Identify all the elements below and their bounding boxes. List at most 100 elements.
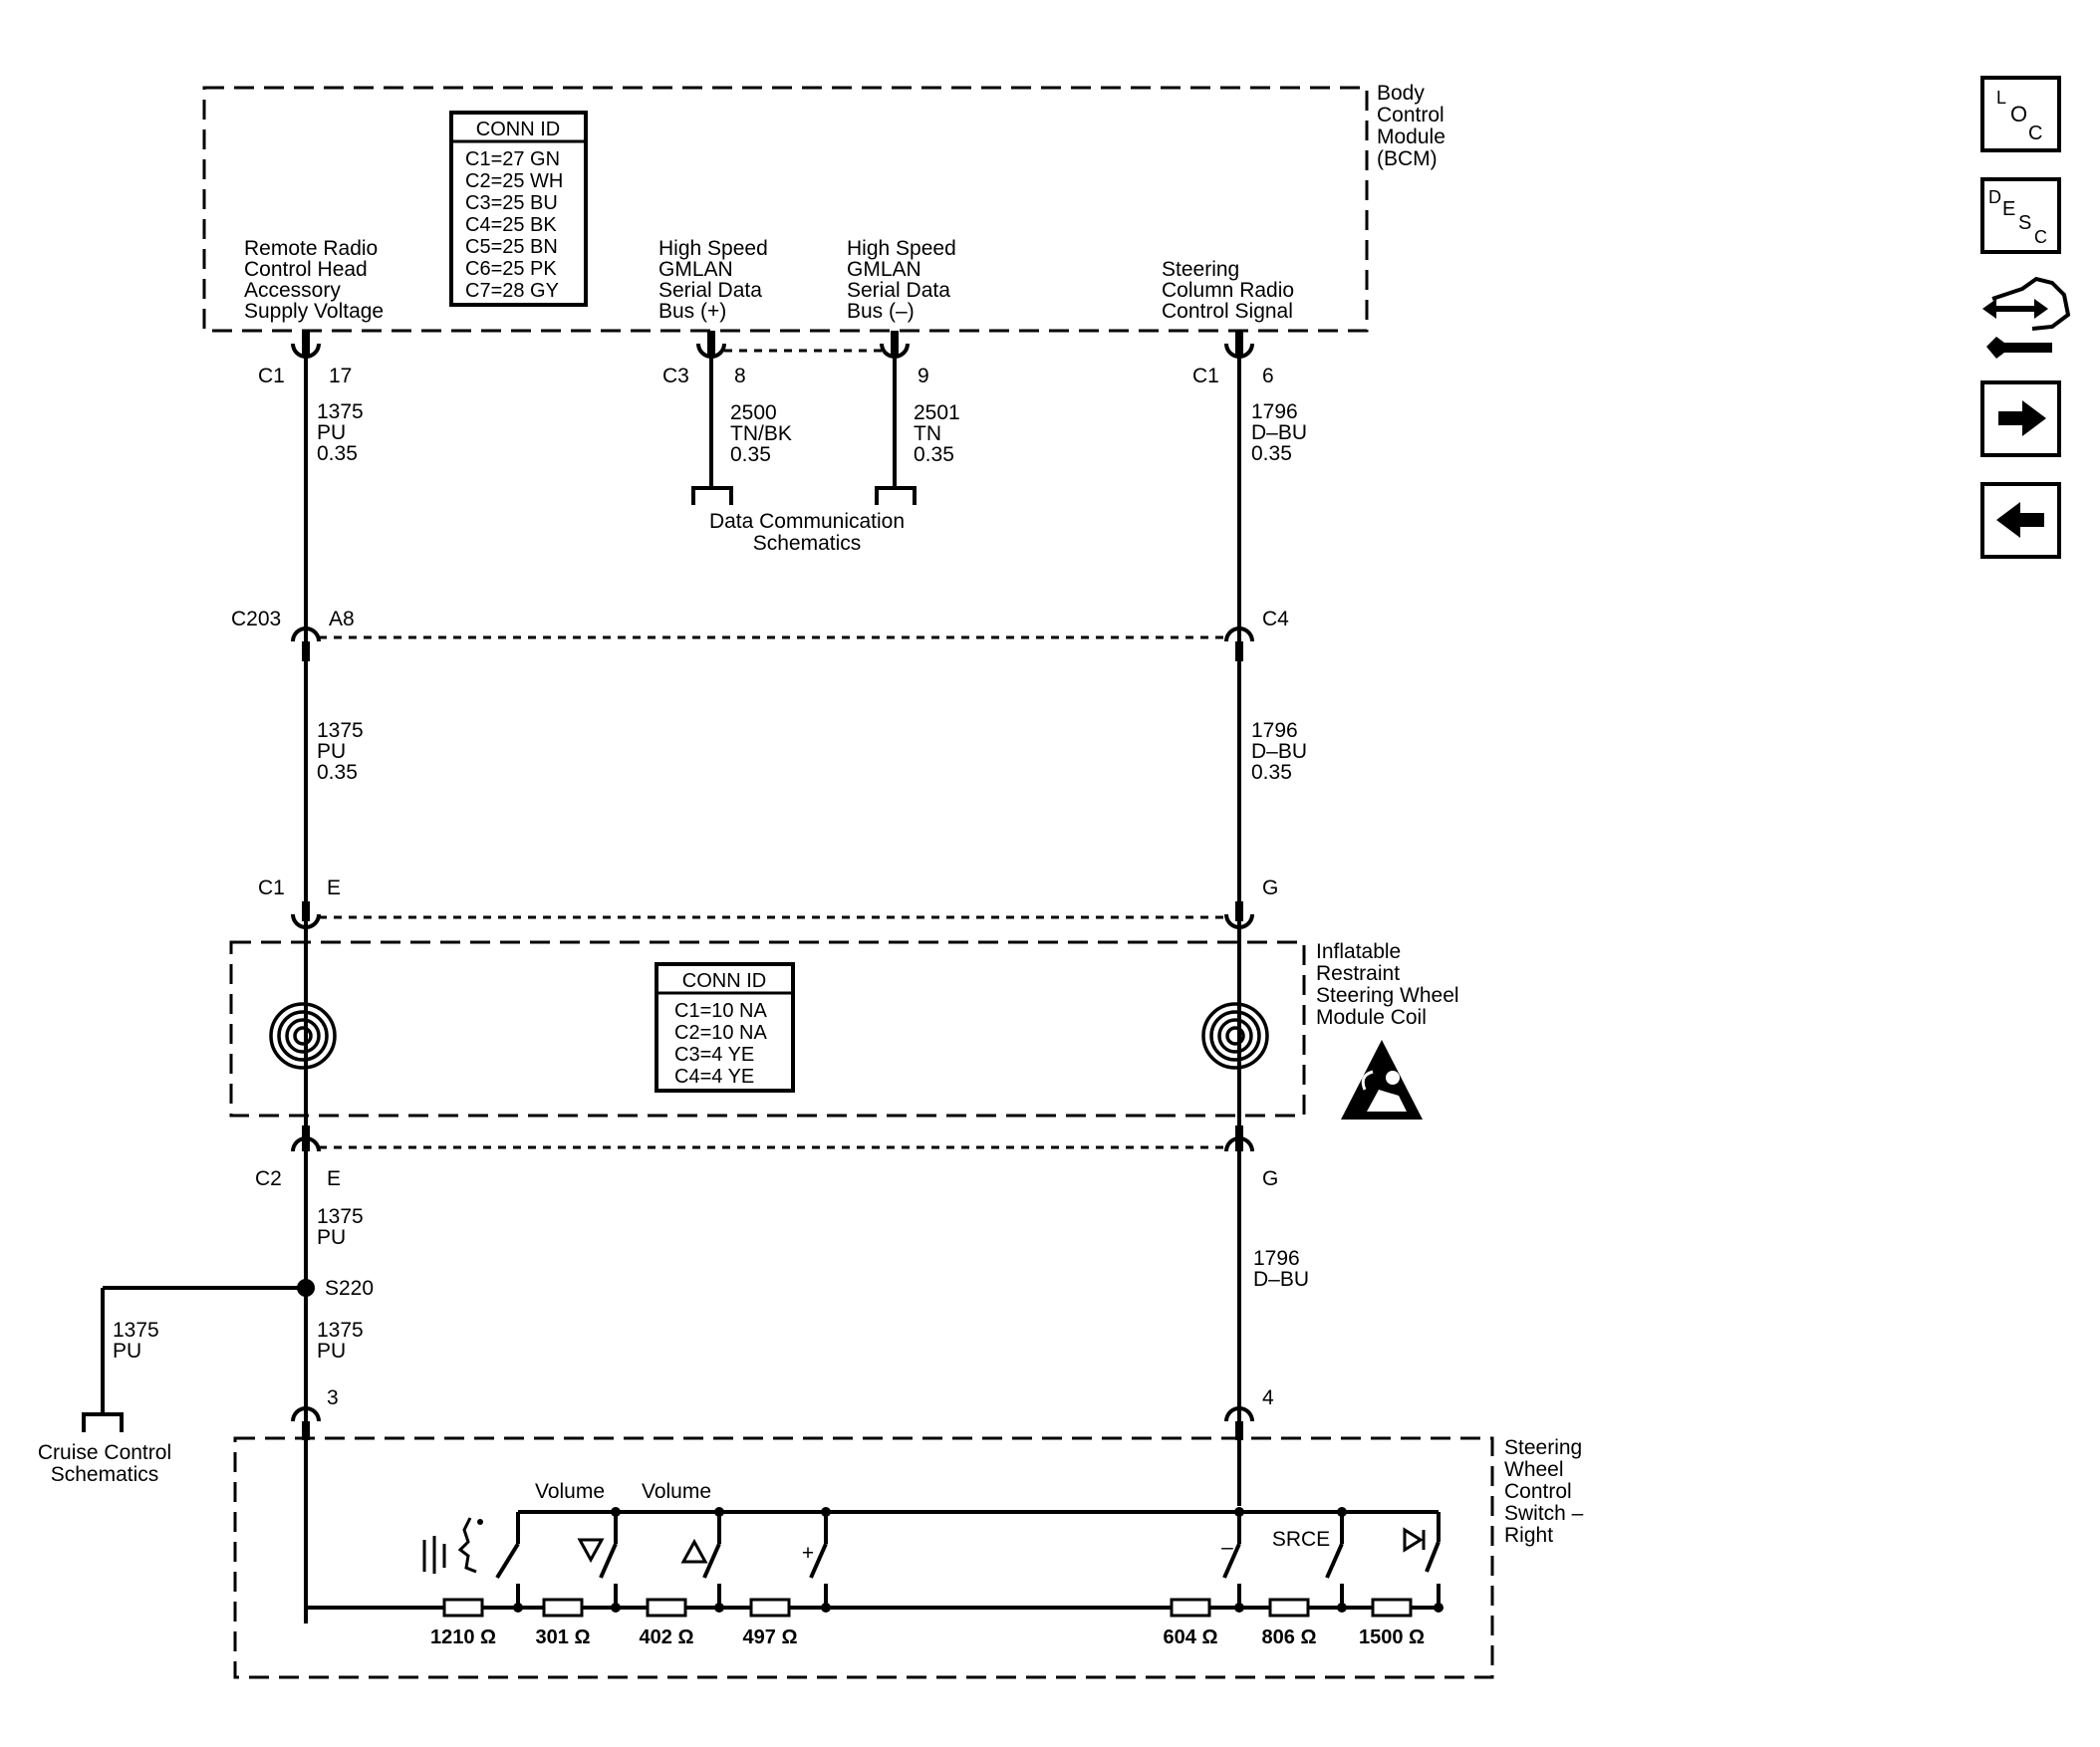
switch-contact xyxy=(1325,1512,1344,1608)
junction-dots xyxy=(513,1507,1444,1613)
wire-label-line: PU xyxy=(317,1340,346,1363)
switch-lead xyxy=(1425,1541,1441,1573)
coil-ring xyxy=(1201,1002,1269,1070)
wire-label-line: PU xyxy=(317,421,346,444)
arrow-shaft xyxy=(2018,513,2044,527)
lower-wires: C2 E G 1375 PU S220 1375 PU Cruise Contr… xyxy=(38,1125,1309,1486)
wire-2501-label: 2501 TN 0.35 xyxy=(914,401,960,466)
wire-label-line: 2500 xyxy=(730,401,777,424)
switch-blade xyxy=(702,1543,721,1579)
cruise-control-link[interactable]: Schematics xyxy=(51,1463,159,1486)
previous-page-button[interactable] xyxy=(1980,482,2061,559)
wire-label-line: 1375 xyxy=(317,1319,364,1342)
switch-blade xyxy=(1222,1543,1241,1579)
bcm-name-line: Module xyxy=(1377,125,1445,148)
signal-hs-gmlan-plus: High Speed GMLAN Serial Data Bus (+) xyxy=(658,237,768,323)
switch-contact xyxy=(1425,1541,1441,1608)
connector-view-icon[interactable] xyxy=(1982,276,2071,359)
data-comm-link[interactable]: Schematics xyxy=(753,532,862,555)
resistor-1210 xyxy=(442,1598,484,1618)
wire-label-line: 0.35 xyxy=(914,443,954,466)
coil-conn-id-row: C4=4 YE xyxy=(674,1066,754,1088)
location-button-frame[interactable] xyxy=(1980,76,2061,152)
arrow-shaft xyxy=(1998,411,2024,425)
connector-arc xyxy=(291,1136,321,1152)
clockspring-coil-left xyxy=(269,1002,337,1070)
main-wires: 1375 PU 0.35 1796 D–BU 0.35 C203 A8 C4 1… xyxy=(231,357,1307,1623)
arrow-left-icon xyxy=(1996,502,2044,538)
signal-line: GMLAN xyxy=(847,258,921,281)
description-button[interactable]: D E S C xyxy=(1980,177,2061,254)
connector-pin-number: E xyxy=(327,876,341,899)
connector-id: C203 xyxy=(231,608,281,630)
connector-arc xyxy=(1224,1406,1254,1422)
resistor-402 xyxy=(646,1598,687,1618)
connector-arc xyxy=(291,1406,321,1422)
junction-dot xyxy=(513,1603,523,1613)
seek-up-label: + xyxy=(802,1542,814,1565)
location-button[interactable]: L O C xyxy=(1980,76,2061,152)
signal-line: Column Radio xyxy=(1162,279,1294,302)
resistor-1500 xyxy=(1371,1598,1413,1618)
resistor-301 xyxy=(542,1598,584,1618)
connector-arc xyxy=(1224,913,1254,929)
connector-pin-number: 4 xyxy=(1262,1386,1274,1409)
cruise-control-link[interactable]: Cruise Control xyxy=(38,1441,171,1464)
connector-arc xyxy=(291,626,321,642)
connector-arc xyxy=(291,913,321,929)
bcm-connector-row: C1 17 C3 8 9 C1 6 xyxy=(258,331,1274,387)
coil-name-line: Inflatable xyxy=(1316,940,1401,963)
signal-remote-radio: Remote Radio Control Head Accessory Supp… xyxy=(244,237,384,323)
description-button-frame[interactable] xyxy=(1980,177,2061,254)
wire-1375-branch-label: 1375 PU xyxy=(113,1319,159,1363)
connector-id: C1 xyxy=(1192,365,1219,387)
coil-conn-id-row: C3=4 YE xyxy=(674,1044,754,1066)
wire-label-line: 1796 xyxy=(1251,719,1298,742)
coil-ring xyxy=(277,1010,329,1062)
wire-label-line: TN/BK xyxy=(730,422,792,445)
switch-contact xyxy=(1222,1512,1241,1608)
location-letter: L xyxy=(1996,88,2006,108)
data-comm-link[interactable]: Data Communication xyxy=(709,510,905,533)
resistor-value: 402 Ω xyxy=(640,1626,694,1648)
next-page-button[interactable] xyxy=(1980,380,2061,457)
coil-ring xyxy=(269,1002,337,1070)
wrench xyxy=(1986,337,2052,359)
wire-label-line: 1375 xyxy=(113,1319,159,1342)
switch-module-name: Steering Wheel Control Switch – Right xyxy=(1504,1436,1584,1547)
wire-label-line: 0.35 xyxy=(317,442,358,465)
junction-dot xyxy=(1337,1603,1347,1613)
bcm-conn-id-title: CONN ID xyxy=(476,119,560,140)
junction-dot xyxy=(1234,1603,1244,1613)
signal-line: Control Head xyxy=(244,258,368,281)
coil-name-line: Module Coil xyxy=(1316,1006,1427,1029)
resistor-604 xyxy=(1170,1598,1211,1618)
arrow-head xyxy=(2034,299,2048,319)
wire-label-line: TN xyxy=(914,422,941,445)
connector-pin-number: A8 xyxy=(329,608,355,630)
wire-label-line: 0.35 xyxy=(1251,761,1292,784)
wire-label-line: PU xyxy=(113,1340,141,1363)
volume-up-icon xyxy=(680,1538,708,1564)
source-label: SRCE xyxy=(1272,1528,1330,1551)
hand-outline xyxy=(1991,276,2071,331)
junction-dot xyxy=(1234,1507,1244,1517)
play-triangle xyxy=(1403,1527,1424,1553)
signal-line: Bus (+) xyxy=(658,300,726,323)
bcm-conn-id-frame xyxy=(449,111,588,307)
switch-blade xyxy=(495,1542,520,1580)
signal-line: GMLAN xyxy=(658,258,733,281)
bcm-conn-id-row: C2=25 WH xyxy=(465,170,563,192)
signal-line: Supply Voltage xyxy=(244,300,384,323)
wire-label-line: 0.35 xyxy=(317,761,358,784)
splice-label: S220 xyxy=(325,1277,374,1300)
switch-name-line: Switch – xyxy=(1504,1502,1584,1525)
junction-dot xyxy=(1337,1507,1347,1517)
switch-contact xyxy=(495,1512,520,1608)
voice-recognition-icon xyxy=(422,1517,483,1574)
wire-1375-label: 1375 PU 0.35 xyxy=(317,719,364,784)
location-letter: O xyxy=(2010,102,2027,126)
connector-arc xyxy=(1224,626,1254,642)
signal-line: Accessory xyxy=(244,279,341,302)
connector-pin-number: 8 xyxy=(734,365,746,387)
